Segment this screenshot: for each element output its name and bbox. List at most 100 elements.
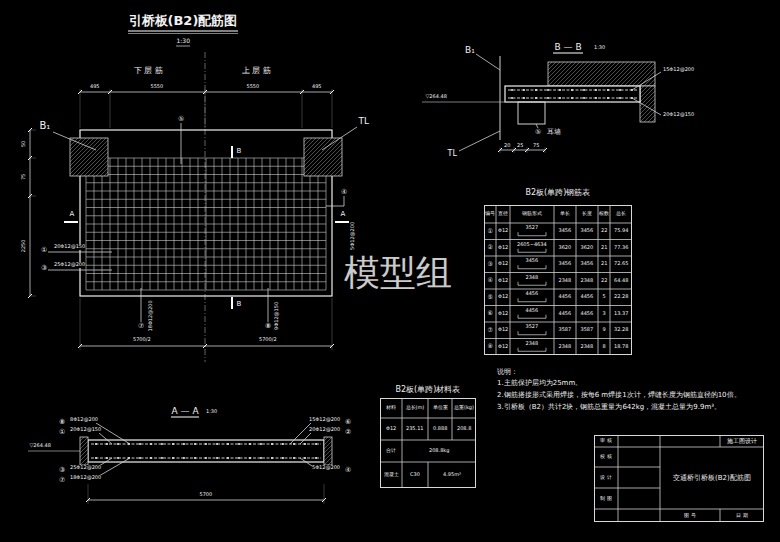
table-cell: Φ12 [498,278,508,284]
table-cell: 208.8 [457,426,471,432]
table-cell: 3456 [581,228,594,234]
rebar-dot [238,457,240,459]
hatch-line [318,138,342,176]
hatch-line [592,62,616,86]
leader-line [300,458,312,466]
table-cell: ⑦ [488,327,493,334]
drawing-label: A [70,210,75,218]
table-cell: 235.11 [406,426,424,432]
rebar-dot [293,443,295,445]
table-cell: 材料 [386,405,396,411]
table-cell: 64.48 [614,278,628,284]
hatch-line [652,62,655,86]
hatch-line [568,62,592,86]
rebar-dot [595,97,597,99]
rebar-dot [205,457,207,459]
table-cell: 3456 [559,261,572,267]
table-cell: 3527 [526,324,539,330]
table-rule [594,488,660,489]
drawing-label: ▽264.48 [30,443,51,449]
callout-number: ⑥ [345,418,351,426]
hatch-line [328,437,332,465]
dimension-text: 495 [90,84,100,90]
rebar-dot [139,457,141,459]
table-cell: 总重(kg) [454,405,474,411]
table-rule [720,509,721,522]
drawing-label: B [237,147,242,155]
rebar-sketch [518,315,546,319]
rebar-dot [315,443,317,445]
title-block-cell: 图 号 [684,513,696,519]
drawing-label: 1:30 [177,38,190,45]
table-cell: 8 [603,344,606,350]
title-block-cell: 设 计 [600,475,612,481]
leader-line [632,98,661,115]
extension-line [302,89,303,128]
table-cell: 0.888 [433,426,447,432]
leader-line [99,458,130,476]
table-rule [594,447,764,448]
leader-line [268,288,269,322]
extension-line [30,296,36,297]
extension-line [324,484,325,504]
rebar-grid-line [86,215,326,216]
rebar-dot [559,97,561,99]
drawing-label: B [237,300,242,308]
hatch-line [338,138,342,176]
rebar-dot [271,457,273,459]
rebar-dot [547,89,549,91]
table-cell: 3620 [581,245,594,251]
table-cell: 2605~4634 [517,242,547,248]
table-rule [720,435,721,447]
extension-line [88,484,89,504]
table-cell: 总长(m) [406,405,425,411]
dimension-line [500,150,545,151]
leader-line [141,288,142,322]
hatch-line [548,62,560,86]
table-cell: Φ12 [498,261,508,267]
hatched-block [548,62,655,86]
leader-line [53,132,96,150]
extension-line [30,158,36,159]
table-cell: 3456 [581,261,594,267]
rebar-dot [161,457,163,459]
rebar-spec: 20Φ12@150 [70,427,101,433]
table-cell: 总长 [616,211,626,217]
rebar-dot [172,457,174,459]
rebar-sketch [518,282,546,286]
title-block-cell: 日 期 [736,513,748,519]
table-rule [484,256,632,257]
hatch [324,437,332,465]
rebar-dot [183,443,185,445]
ear-wall [518,102,545,124]
leader-line [290,423,311,444]
rebar-grid-line [86,182,326,183]
title-underline [553,53,583,54]
rebar-dot [282,443,284,445]
dimension-text: 50 [21,141,27,147]
section-mark [231,146,233,158]
leader-line [300,433,311,444]
table-cell: 单位重 [433,405,448,411]
table-rule [484,289,632,290]
table-rule [510,205,511,355]
hatched-block [304,138,342,176]
hatch [70,138,108,176]
table-rule [484,239,632,240]
rebar-grid-line [86,224,326,225]
table-cell: 4456 [559,311,572,317]
rebar-grid-line [86,240,326,241]
table-cell: 根数 [599,211,609,217]
hatch [80,437,88,465]
rebar-dot [607,97,609,99]
hatch-line [628,62,652,86]
rebar-spec: 25Φ12@200 [70,465,101,471]
table-cell: 4456 [526,308,539,314]
drawing-label: 说明： [497,368,518,376]
hatch-line [552,62,576,86]
drawing-label: B₁ [40,120,51,132]
callout-number: ③ [59,466,65,474]
rebar-dot [523,89,525,91]
scale-underline [176,46,190,47]
callout-number: ④ [345,466,351,474]
